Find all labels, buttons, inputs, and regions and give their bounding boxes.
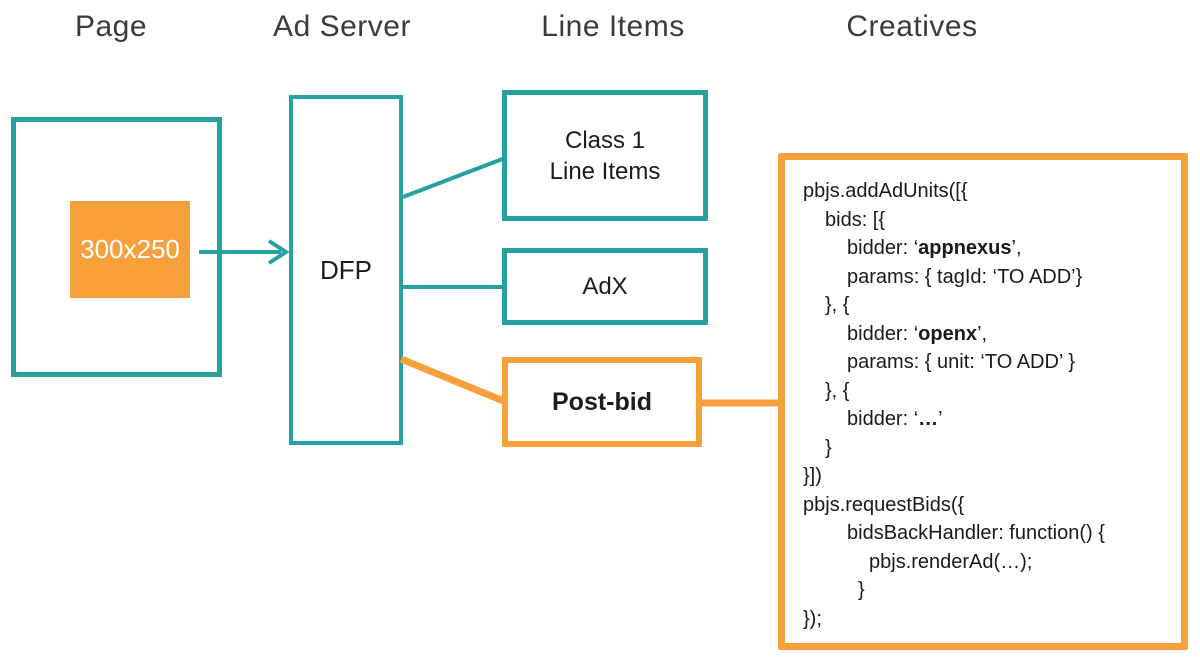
creatives-code-box	[778, 153, 1188, 650]
arrow-right-icon	[267, 239, 290, 265]
adx-box: AdX	[502, 248, 708, 325]
code-line: bids: [{	[825, 208, 886, 231]
connector-dfp-to-postbid	[399, 355, 508, 406]
dfp-box: DFP	[289, 95, 403, 445]
class1-line-items-label: Class 1 Line Items	[549, 126, 661, 185]
code-line: pbjs.addAdUnits([{	[803, 180, 968, 202]
header-creatives: Creatives	[846, 10, 978, 43]
code-block: pbjs.addAdUnits([{ bids: [{ bidder: ‘appne…	[803, 177, 1183, 633]
connector-dfp-to-class1	[402, 156, 506, 199]
code-line: }	[858, 579, 865, 601]
code-line: pbjs.requestBids({	[803, 493, 965, 516]
code-line: bidder: ‘…’	[847, 408, 943, 430]
code-line: bidder: ‘openx’,	[847, 322, 988, 345]
code-line: params: { tagId: ‘TO ADD’}	[847, 265, 1083, 288]
code-line: params: { unit: ‘TO ADD’ }	[847, 351, 1075, 373]
code-line: }	[825, 436, 832, 459]
code-line: });	[803, 607, 822, 630]
class1-line-items-box: Class 1 Line Items	[502, 90, 708, 221]
header-line-items: Line Items	[541, 10, 685, 43]
code-line: pbjs.renderAd(…);	[869, 550, 1033, 573]
header-ad-server: Ad Server	[273, 10, 411, 43]
post-bid-box: Post-bid	[502, 357, 702, 447]
code-line: bidder: ‘appnexus’,	[847, 237, 1022, 259]
adx-label: AdX	[582, 273, 628, 300]
dfp-label: DFP	[320, 254, 372, 285]
ad-slot-300x250: 300x250	[70, 201, 190, 298]
post-bid-label: Post-bid	[552, 387, 652, 416]
code-line: }, {	[825, 379, 850, 402]
ad-slot-label: 300x250	[80, 234, 180, 264]
code-line: bidsBackHandler: function() {	[847, 522, 1105, 544]
header-page: Page	[74, 10, 148, 43]
code-line: }])	[803, 465, 822, 487]
code-line: }, {	[825, 294, 850, 316]
